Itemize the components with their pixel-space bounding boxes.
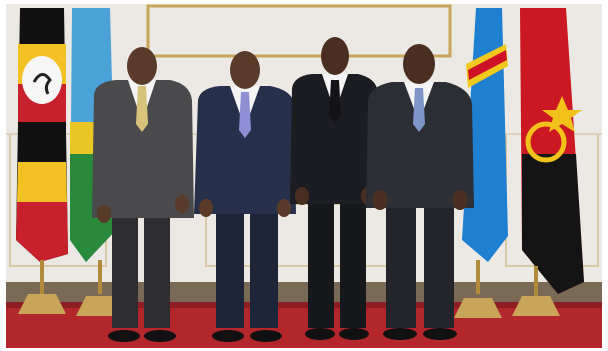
wall-panel-top	[146, 4, 452, 58]
person-3	[290, 37, 380, 340]
flag-stand-4	[512, 266, 560, 316]
person-1	[92, 47, 194, 342]
photo	[6, 4, 602, 348]
person-4	[366, 44, 474, 340]
flag-stand-3	[454, 260, 502, 318]
uganda-flag	[16, 8, 68, 262]
person-2	[194, 51, 296, 342]
flag-stand-1	[18, 260, 66, 314]
angola-flag	[520, 8, 584, 294]
scene	[6, 4, 602, 348]
